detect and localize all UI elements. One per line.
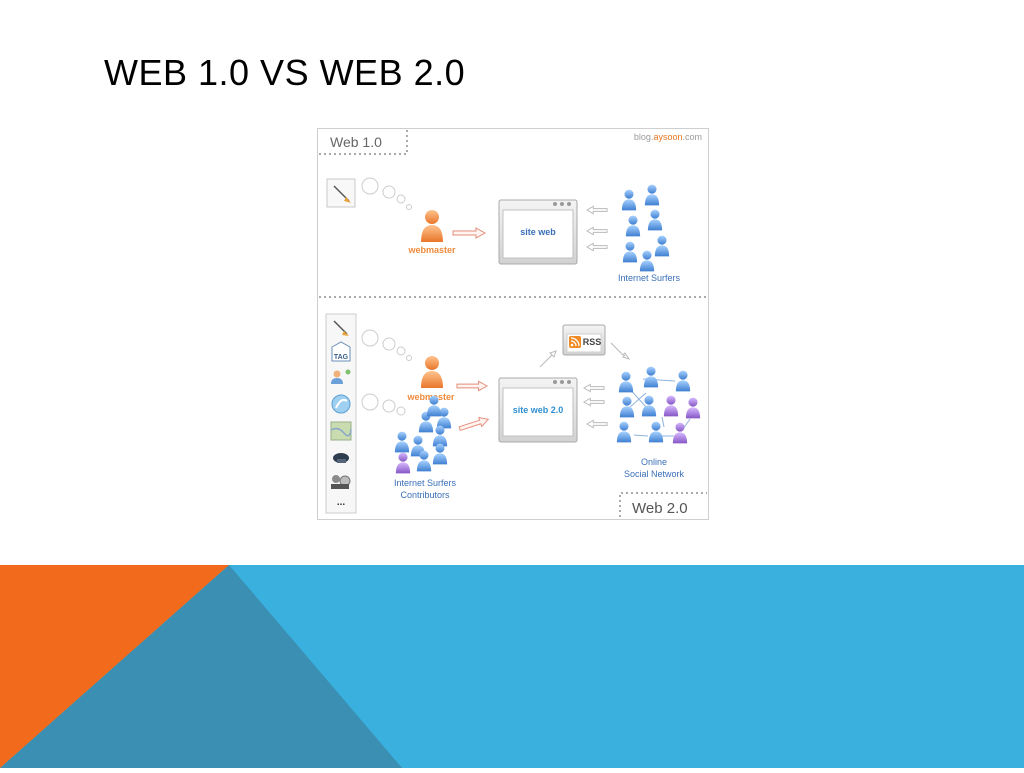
site-web-2-label: site web 2.0	[513, 405, 564, 415]
web2-heading: Web 2.0	[632, 500, 688, 517]
phone-icon	[333, 453, 349, 463]
web1-surfers-label: Internet Surfers	[618, 273, 681, 283]
surfer-icon	[622, 241, 638, 263]
watermark: blog.aysoon.com	[634, 132, 702, 142]
pencil-icon	[333, 320, 349, 336]
surfer-icon	[625, 215, 641, 237]
map-icon	[330, 421, 352, 441]
user-connect-icon	[331, 369, 351, 384]
network-label-line1: Online	[641, 457, 667, 467]
surfer-icon	[648, 421, 664, 443]
surfer-icon	[616, 421, 632, 443]
request-arrow-icon	[586, 419, 608, 429]
surfer-icon	[641, 395, 657, 417]
surfer-icon	[654, 235, 670, 257]
contributors-label-line1: Internet Surfers	[394, 478, 457, 488]
thought-bubbles	[361, 329, 412, 416]
footer-orange-triangle	[0, 565, 229, 768]
tool-pencil-icon	[326, 178, 356, 208]
web2-heading-frame	[619, 492, 707, 517]
surfer-icon	[621, 189, 637, 211]
surfer-purple-icon	[663, 395, 679, 417]
request-arrow-icon	[586, 205, 608, 215]
site-web-window: site web	[498, 199, 578, 265]
site-web-2-window: site web 2.0	[498, 377, 578, 443]
request-arrow-icon	[583, 383, 605, 393]
surfer-icon	[647, 209, 663, 231]
surfer-icon	[643, 366, 659, 388]
contributors-label-line2: Contributors	[400, 490, 450, 500]
contributor-purple-icon	[395, 452, 411, 474]
rss-icon	[569, 336, 581, 348]
webmaster-icon	[421, 356, 443, 388]
internet-surfers-group	[621, 184, 670, 272]
footer-decoration	[0, 565, 1024, 768]
web1-heading: Web 1.0	[330, 134, 382, 150]
surfer-icon	[394, 431, 410, 453]
site-web-label: site web	[520, 227, 556, 237]
request-arrow-icon	[586, 226, 608, 236]
web2-webmaster-label: webmaster	[406, 392, 455, 402]
surfer-icon	[644, 184, 660, 206]
surfer-purple-icon	[685, 397, 701, 419]
rss-feed-box: RSS	[562, 324, 606, 356]
request-arrow-icon	[583, 397, 605, 407]
surfer-icon	[618, 371, 634, 393]
web1-section: blog.aysoon.com Web 1.0 webmaster site w…	[319, 130, 702, 283]
surfer-icon	[432, 443, 448, 465]
footer-steel-triangle	[0, 565, 402, 768]
web1-webmaster-label: webmaster	[407, 245, 456, 255]
tag-icon: TAG	[331, 341, 351, 362]
social-network-group	[616, 366, 701, 444]
tool-tag-label: TAG	[334, 354, 349, 361]
contribute-arrow-icon	[457, 414, 491, 434]
tools-sidebar: TAG ...	[325, 313, 357, 514]
webmaster-icon	[421, 210, 443, 242]
rss-label: RSS	[583, 337, 602, 347]
tool-more-label: ...	[337, 497, 346, 508]
web-comparison-diagram: blog.aysoon.com Web 1.0 webmaster site w…	[317, 128, 709, 520]
feed-icon	[331, 394, 351, 414]
surfer-icon	[675, 370, 691, 392]
surfer-icon	[619, 396, 635, 418]
network-label-line2: Social Network	[624, 469, 685, 479]
media-icon	[331, 475, 351, 489]
feed-arrow-icon	[539, 342, 631, 368]
web2-section: TAG ...	[325, 313, 707, 517]
publish-arrow-icon	[452, 227, 486, 239]
thought-bubbles	[361, 177, 412, 210]
request-arrow-icon	[586, 242, 608, 252]
surfer-icon	[432, 425, 448, 447]
slide-title: WEB 1.0 VS WEB 2.0	[104, 52, 466, 93]
publish-arrow-icon	[456, 380, 488, 392]
surfer-icon	[639, 250, 655, 272]
